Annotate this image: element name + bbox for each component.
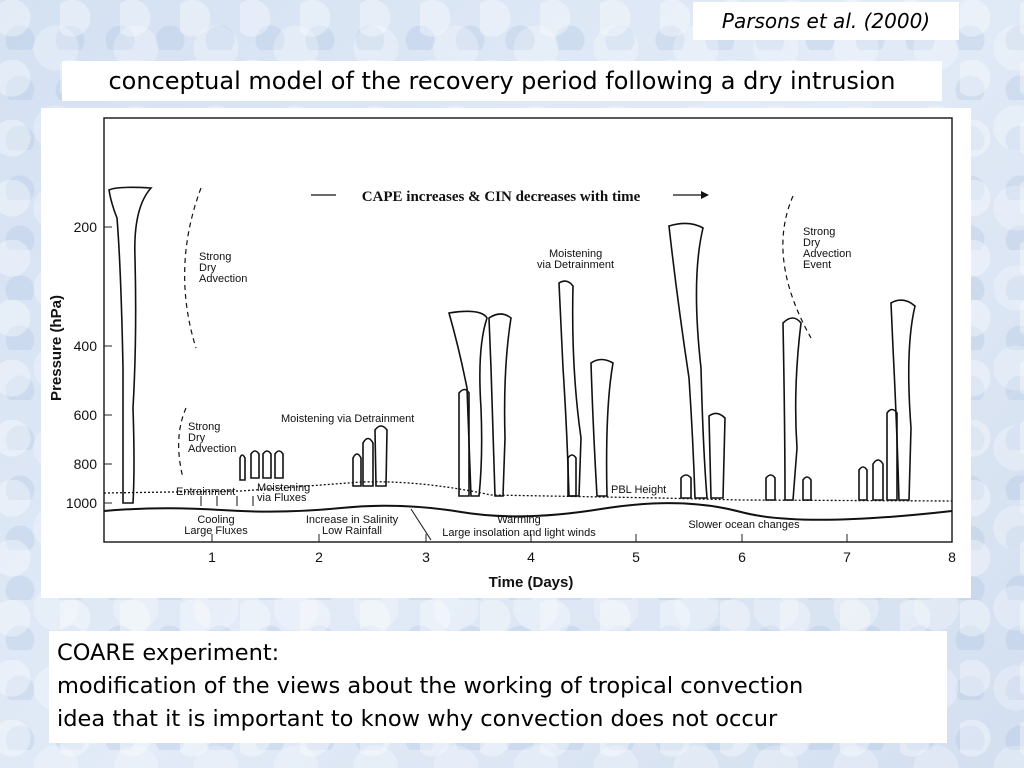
dry-advection-label: Advection	[188, 443, 236, 455]
cooling-label: Large Fluxes	[184, 525, 248, 537]
y-tick-label: 800	[74, 456, 98, 472]
deep-cloud	[782, 317, 802, 501]
x-axis: 1 2 3 4 5 6 7 8 Time (Days)	[208, 534, 956, 591]
shallow-cloud	[680, 474, 692, 499]
dry-advection-label: Advection	[199, 273, 247, 285]
moistening-label: via Detrainment	[537, 259, 614, 271]
flux-arrows	[200, 496, 254, 506]
y-axis-title: Pressure (hPa)	[48, 295, 65, 401]
warming-label: Large insolation and light winds	[442, 527, 596, 539]
cape-caption: CAPE increases & CIN decreases with time	[362, 189, 641, 205]
y-axis: 200 400 600 800 1000 Pressure (hPa)	[48, 219, 112, 511]
deep-cloud	[558, 280, 582, 497]
dry-advection-arc	[184, 187, 202, 349]
shallow-cloud	[374, 425, 388, 487]
shallow-cloud	[802, 476, 812, 501]
shallow-cloud	[239, 454, 246, 481]
shallow-cloud	[362, 437, 374, 487]
notes-line: modification of the views about the work…	[57, 673, 804, 699]
fluxes-label: via Fluxes	[257, 492, 307, 504]
dry-advection-event-label: Advection	[803, 248, 851, 260]
y-tick-label: 400	[74, 338, 98, 354]
mid-cloud	[886, 408, 898, 501]
notes-box: COARE experiment: modification of the vi…	[49, 631, 947, 743]
annotations: Strong Dry Advection Strong Dry Advectio…	[176, 226, 851, 539]
salinity-label: Increase in Salinity	[306, 514, 399, 526]
y-tick-label: 200	[74, 219, 98, 235]
deep-cloud	[488, 313, 512, 497]
shallow-cloud	[352, 453, 362, 487]
moistening-label: Moistening	[549, 248, 602, 260]
pbl-line	[103, 481, 953, 502]
dry-advection-label: Strong	[199, 251, 231, 263]
dry-advection-arc	[782, 195, 812, 339]
pbl-label: PBL Height	[611, 484, 666, 496]
dry-advection-event-label: Strong	[803, 226, 835, 238]
x-axis-title: Time (Days)	[489, 574, 574, 591]
cape-arrow: CAPE increases & CIN decreases with time	[311, 189, 709, 205]
deep-cloud	[668, 222, 708, 499]
shallow-cloud	[262, 450, 272, 479]
y-tick-label: 1000	[66, 495, 97, 511]
entrainment-label: Entrainment	[176, 486, 235, 498]
dry-advection-arc	[178, 407, 187, 479]
shallow-cloud	[274, 450, 284, 479]
x-tick-label: 5	[632, 549, 640, 565]
dry-advection-event-label: Dry	[803, 237, 821, 249]
dry-advection-label: Strong	[188, 421, 220, 433]
ocean-label: Slower ocean changes	[688, 519, 800, 531]
mid-cloud	[708, 412, 726, 499]
shallow-cloud	[872, 459, 884, 501]
figure-svg: 200 400 600 800 1000 Pressure (hPa) 1 2 …	[48, 117, 956, 591]
x-tick-label: 3	[422, 549, 430, 565]
x-tick-label: 4	[527, 549, 535, 565]
plot-frame	[103, 117, 953, 543]
citation-text: Parsons et al. (2000)	[721, 9, 931, 33]
slide-title: conceptual model of the recovery period …	[62, 61, 942, 101]
y-tick-label: 600	[74, 407, 98, 423]
dry-advection-event-label: Event	[803, 259, 831, 271]
mid-cloud	[458, 388, 470, 497]
deep-cloud	[447, 310, 488, 497]
cooling-label: Cooling	[197, 514, 234, 526]
fluxes-label: Moistening	[257, 482, 310, 494]
shallow-cloud	[765, 474, 776, 501]
mid-cloud	[590, 358, 614, 497]
salinity-label: Low Rainfall	[322, 525, 382, 537]
x-tick-label: 1	[208, 549, 216, 565]
shallow-cloud	[858, 466, 868, 501]
slide-title-text: conceptual model of the recovery period …	[108, 67, 896, 95]
x-tick-label: 6	[738, 549, 746, 565]
x-tick-label: 2	[315, 549, 323, 565]
shallow-cloud	[250, 450, 260, 479]
warming-label: Warming	[497, 514, 541, 526]
moistening-label: Moistening via Detrainment	[281, 413, 414, 425]
divider-tick	[410, 508, 432, 541]
deep-cloud	[108, 186, 153, 504]
deep-cloud	[890, 299, 916, 501]
x-tick-label: 8	[948, 549, 956, 565]
dry-advection-label: Dry	[188, 432, 206, 444]
dry-advection-label: Dry	[199, 262, 217, 274]
notes-line: idea that it is important to know why co…	[57, 706, 778, 732]
shallow-cloud	[567, 454, 577, 497]
convective-clouds	[108, 186, 916, 504]
sea-surface-line	[103, 502, 953, 521]
conceptual-model-figure: 200 400 600 800 1000 Pressure (hPa) 1 2 …	[41, 108, 971, 598]
citation-label: Parsons et al. (2000)	[693, 2, 959, 40]
x-tick-label: 7	[843, 549, 851, 565]
notes-line: COARE experiment:	[57, 640, 280, 666]
